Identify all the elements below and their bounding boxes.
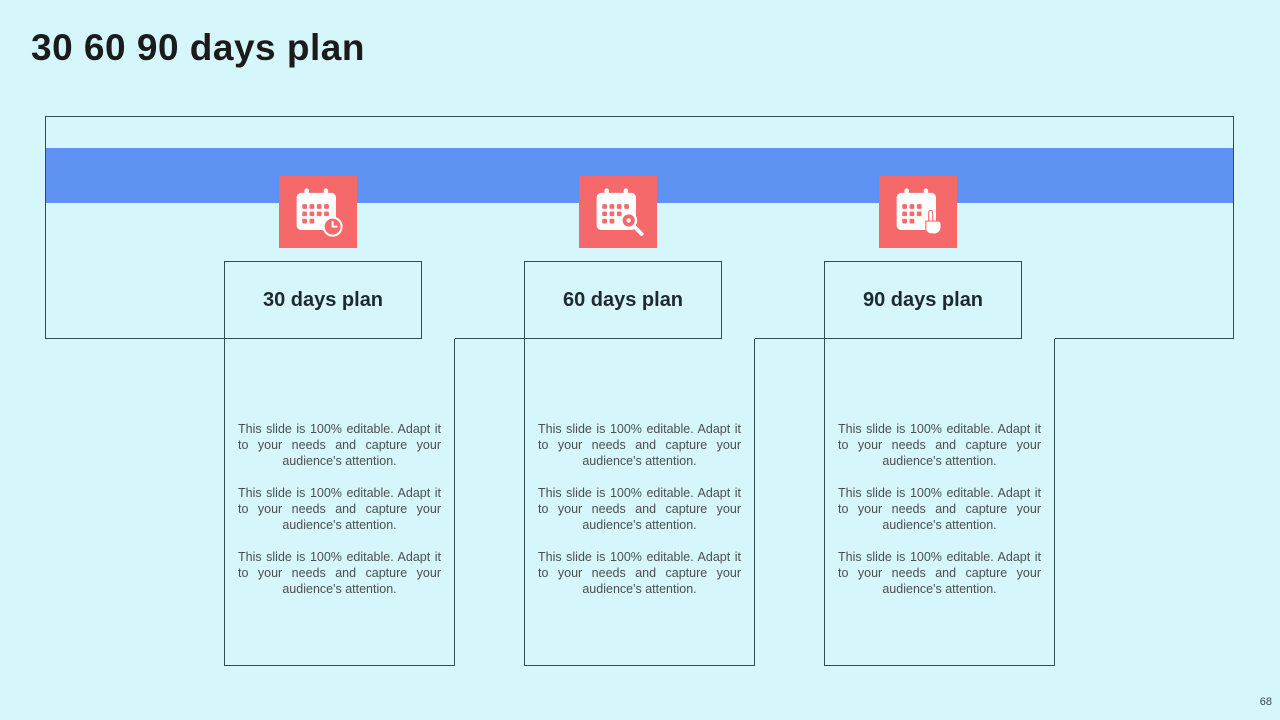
plan-text-box-90: This slide is 100% editable. Adapt it to… [824, 339, 1055, 666]
frame-bottom-segment [45, 338, 225, 339]
plan-title-label: 30 days plan [262, 288, 384, 311]
plan-paragraph: This slide is 100% editable. Adapt it to… [538, 550, 741, 596]
plan-paragraph: This slide is 100% editable. Adapt it to… [238, 422, 441, 468]
plan-title-box-30: 30 days plan [224, 261, 422, 339]
calendar-hand-icon [879, 176, 957, 248]
plan-text-box-60: This slide is 100% editable. Adapt it to… [524, 339, 755, 666]
plan-paragraph: This slide is 100% editable. Adapt it to… [238, 486, 441, 532]
plan-title-label: 60 days plan [562, 288, 684, 311]
plan-paragraph: This slide is 100% editable. Adapt it to… [838, 486, 1041, 532]
calendar-search-icon [579, 176, 657, 248]
plan-paragraph: This slide is 100% editable. Adapt it to… [838, 422, 1041, 468]
plan-paragraph: This slide is 100% editable. Adapt it to… [538, 486, 741, 532]
frame-bottom-segment [455, 338, 524, 339]
page-title: 30 60 90 days plan [31, 27, 365, 68]
frame-bottom-segment [755, 338, 824, 339]
plan-title-box-60: 60 days plan [524, 261, 722, 339]
timeline-frame [45, 116, 1234, 339]
plan-paragraph: This slide is 100% editable. Adapt it to… [238, 550, 441, 596]
plan-paragraph: This slide is 100% editable. Adapt it to… [838, 550, 1041, 596]
plan-text-box-30: This slide is 100% editable. Adapt it to… [224, 339, 455, 666]
frame-bottom-segment [1055, 338, 1234, 339]
plan-title-label: 90 days plan [862, 288, 984, 311]
calendar-clock-icon [279, 176, 357, 248]
plan-paragraph: This slide is 100% editable. Adapt it to… [538, 422, 741, 468]
page-number: 68 [1259, 696, 1272, 708]
plan-title-box-90: 90 days plan [824, 261, 1022, 339]
